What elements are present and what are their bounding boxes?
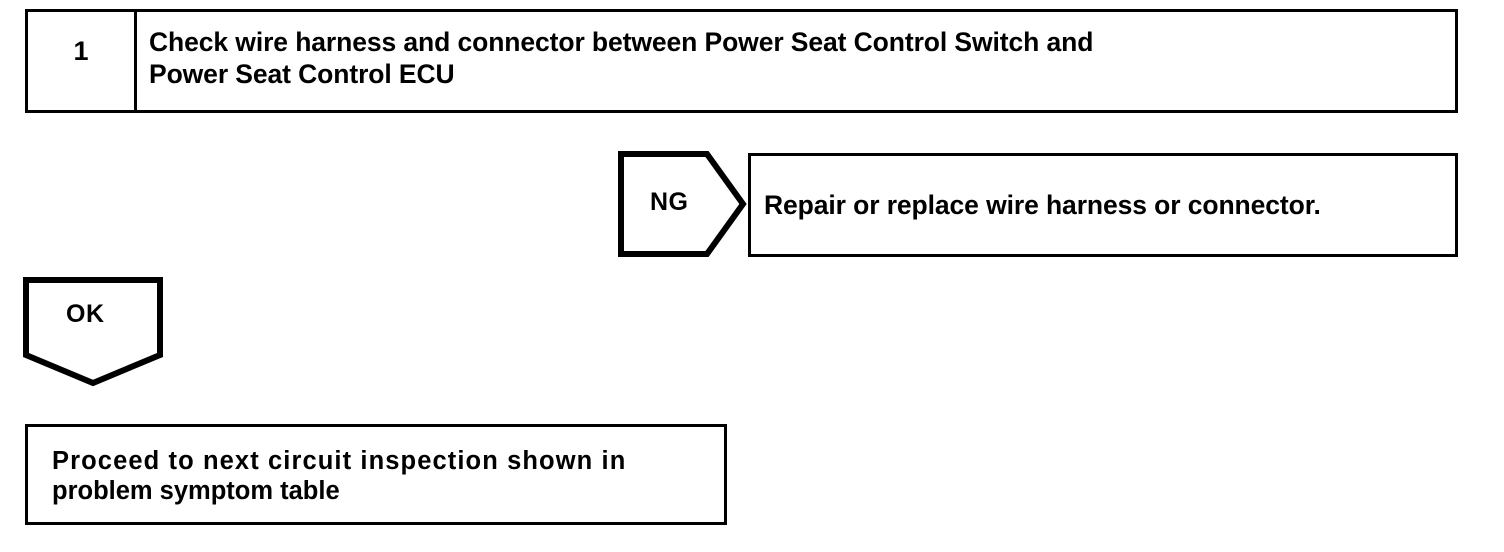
ok-branch-label: OK [66,300,105,328]
outcome-line-2: problem symptom table [52,477,340,505]
ok-chevron-shape [22,277,164,389]
ng-result-text: Repair or replace wire harness or connec… [764,190,1321,220]
outcome-line-1: Proceed to next circuit inspection shown… [52,447,627,475]
outcome-text: Proceed to next circuit inspection shown… [52,446,702,506]
step-1-box: 1 Check wire harness and connector betwe… [25,9,1458,113]
step-number-cell: 1 [28,12,137,110]
ng-chevron-shape [617,150,747,258]
outcome-box: Proceed to next circuit inspection shown… [25,424,727,525]
step-instruction-line-2: Power Seat Control ECU [149,59,455,89]
ng-chevron-icon [618,151,747,257]
ok-chevron-icon [23,277,163,387]
step-number: 1 [73,35,89,66]
step-instruction-line-1: Check wire harness and connector between… [149,27,1094,57]
step-instruction-cell: Check wire harness and connector between… [140,12,1455,110]
ng-result-box: Repair or replace wire harness or connec… [748,153,1458,257]
ng-branch-label: NG [650,188,689,216]
